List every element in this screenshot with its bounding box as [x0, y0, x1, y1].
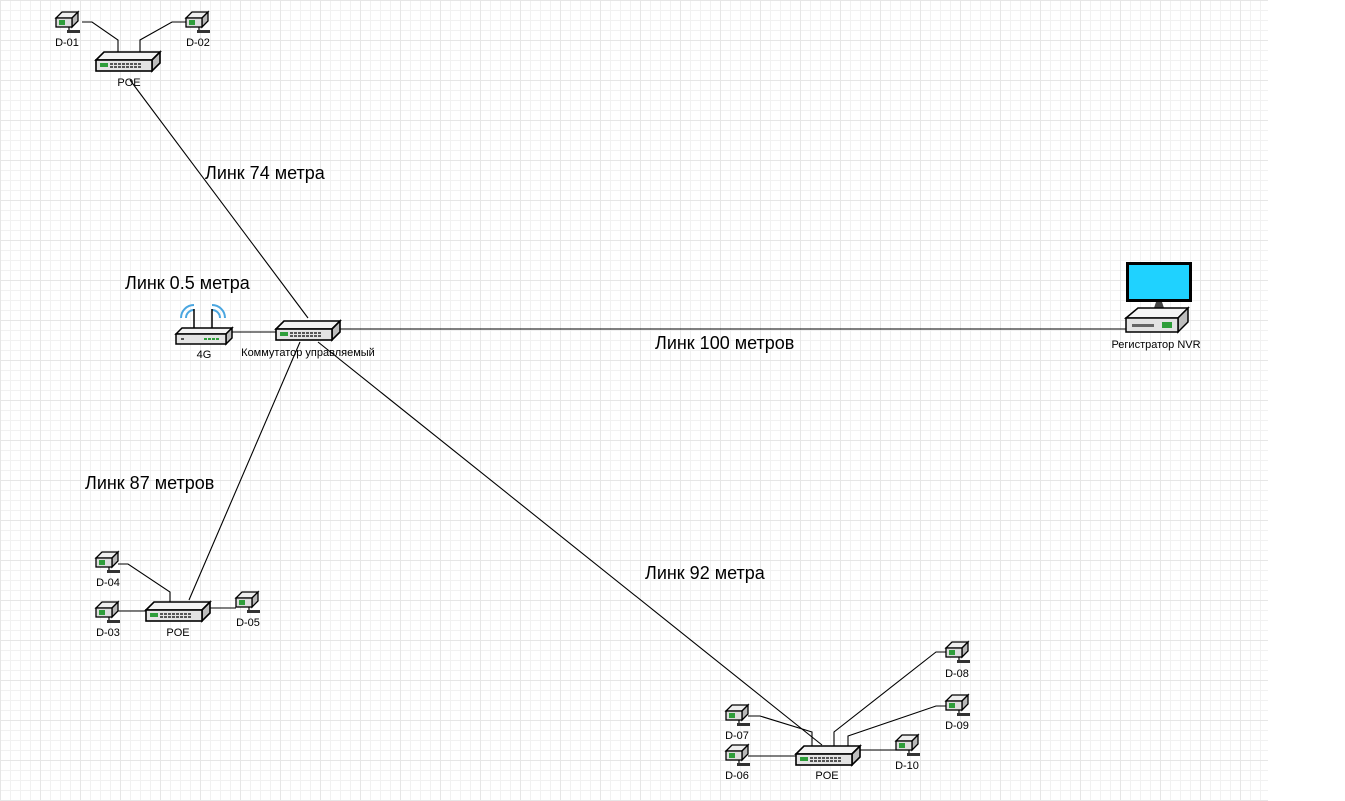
link-label-92: Линк 92 метра	[645, 563, 766, 583]
camera-d10-label: D-10	[895, 760, 919, 772]
link-line-poe-1	[129, 79, 309, 319]
diagram-canvas	[0, 0, 1268, 801]
router-4g-label: 4G	[197, 349, 212, 361]
nvr-label: Регистратор NVR	[1111, 339, 1200, 351]
camera-d07[interactable]: D-07	[725, 704, 751, 742]
camera-d02[interactable]: D-02	[185, 11, 211, 49]
router-4g[interactable]: 4G	[174, 304, 234, 361]
poe-switch-3-label: POE	[815, 770, 838, 782]
camera-d02-label: D-02	[186, 37, 210, 49]
poe-switch-3[interactable]: POE	[795, 745, 861, 782]
camera-d01-label: D-01	[55, 37, 79, 49]
links	[82, 21, 1126, 757]
camera-d08-label: D-08	[945, 668, 969, 680]
camera-d03-label: D-03	[96, 627, 120, 639]
core-switch[interactable]: Коммутатор управляемый	[241, 320, 375, 359]
link-label-74: Линк 74 метра	[205, 163, 326, 183]
camera-d09[interactable]: D-09	[945, 694, 971, 732]
camera-d07-label: D-07	[725, 730, 749, 742]
link-label-100: Линк 100 метров	[655, 333, 794, 353]
nvr-recorder[interactable]: Регистратор NVR	[1111, 262, 1201, 351]
poe-switch-1[interactable]: POE	[95, 51, 161, 89]
cable-d08	[833, 651, 946, 746]
link-label-87: Линк 87 метров	[85, 473, 214, 493]
camera-d05-label: D-05	[236, 617, 260, 629]
cable-d09	[847, 705, 946, 746]
camera-d04[interactable]: D-04	[95, 551, 121, 589]
camera-d10[interactable]: D-10	[895, 734, 921, 772]
cable-d04	[118, 563, 171, 602]
camera-d01[interactable]: D-01	[55, 11, 81, 49]
wifi-icon	[180, 304, 226, 319]
cable-d07	[748, 715, 813, 746]
poe-switch-1-label: POE	[117, 77, 140, 89]
core-switch-label: Коммутатор управляемый	[241, 347, 375, 359]
camera-d08[interactable]: D-08	[945, 641, 971, 680]
camera-d06-label: D-06	[725, 770, 749, 782]
link-line-poe-2	[188, 341, 301, 601]
cable-d01	[82, 21, 119, 52]
camera-d03[interactable]: D-03	[95, 601, 121, 639]
camera-d09-label: D-09	[945, 720, 969, 732]
cable-d02	[139, 21, 186, 52]
poe-switch-2-label: POE	[166, 627, 189, 639]
camera-d05[interactable]: D-05	[235, 591, 261, 629]
camera-d04-label: D-04	[96, 577, 120, 589]
camera-d06[interactable]: D-06	[725, 744, 751, 782]
link-label-0-5: Линк 0.5 метра	[125, 273, 251, 293]
link-line-poe-3	[317, 341, 823, 746]
poe-switch-2[interactable]: POE	[145, 601, 211, 639]
